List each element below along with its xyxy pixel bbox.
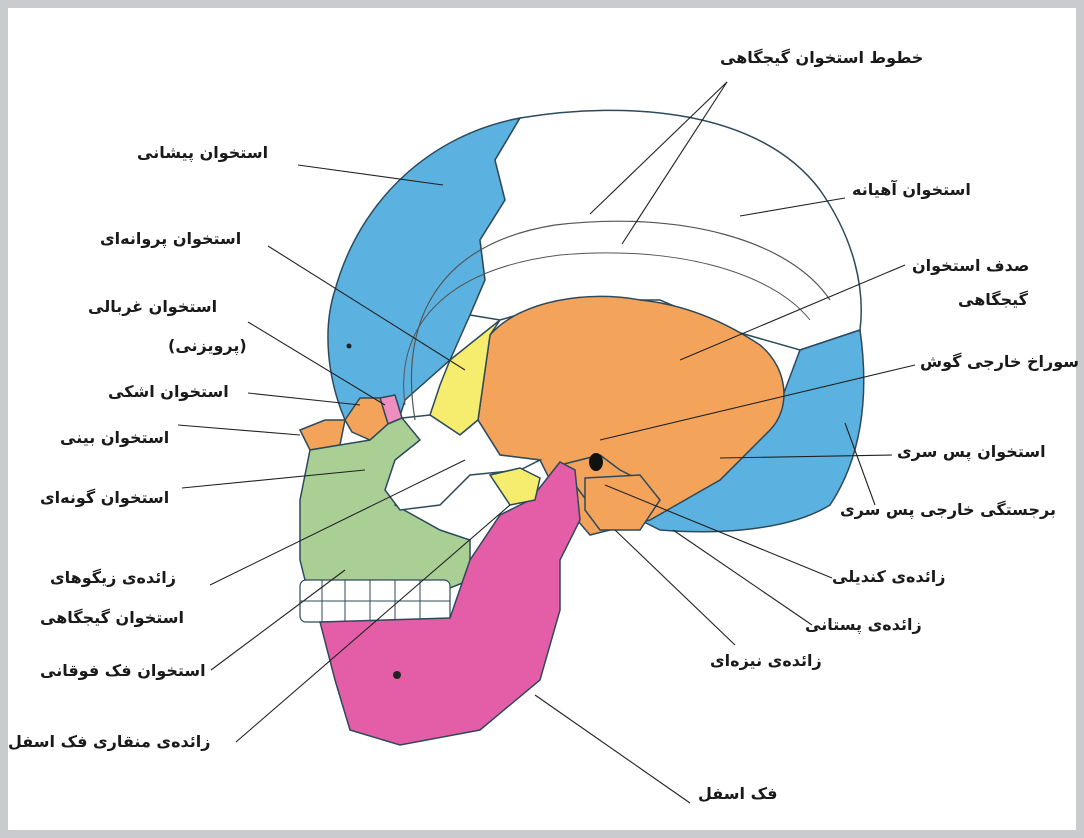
label-temporal-lines: خطوط استخوان گیجگاهی <box>720 48 923 67</box>
label-maxilla: استخوان فک فوقانی <box>40 661 206 680</box>
ear-canal-hole <box>589 453 603 471</box>
label-temporal-squama-2: گیجگاهی <box>958 290 1028 309</box>
label-ethmoid-2: (پرویزنی) <box>168 336 247 355</box>
mental-foramen <box>393 671 401 679</box>
label-mandible: فک اسفل <box>698 784 777 803</box>
label-parietal: استخوان آهیانه <box>852 180 971 199</box>
label-zygomatic-process-1: زائده‌ی زیگوهای <box>50 568 176 587</box>
label-sphenoid: استخوان پروانه‌ای <box>100 229 241 248</box>
label-zygomatic-process-2: استخوان گیجگاهی <box>40 608 184 627</box>
label-zygomatic: استخوان گونه‌ای <box>40 488 169 507</box>
label-mastoid-process: زائده‌ی پستانی <box>805 615 922 634</box>
coronoid-process <box>490 468 540 505</box>
label-ethmoid-1: استخوان غربالی <box>88 297 217 316</box>
label-temporal-squama-1: صدف استخوان <box>912 256 1029 275</box>
label-occipital-protuberance: برجستگی خارجی پس سری <box>840 500 1056 519</box>
label-frontal: استخوان پیشانی <box>137 143 268 162</box>
label-lacrimal: استخوان اشکی <box>108 382 229 401</box>
label-occipital: استخوان پس سری <box>897 442 1046 461</box>
label-coronoid-process: زائده‌ی منقاری فک اسفل <box>8 732 210 751</box>
label-nasal: استخوان بینی <box>60 428 169 447</box>
label-styloid-process: زائده‌ی نیزه‌ای <box>710 651 822 670</box>
label-ear-canal: سوراخ خارجی گوش <box>920 352 1079 371</box>
supraorbital-foramen <box>347 344 352 349</box>
label-condylar-process: زائده‌ی کندیلی <box>832 567 945 586</box>
